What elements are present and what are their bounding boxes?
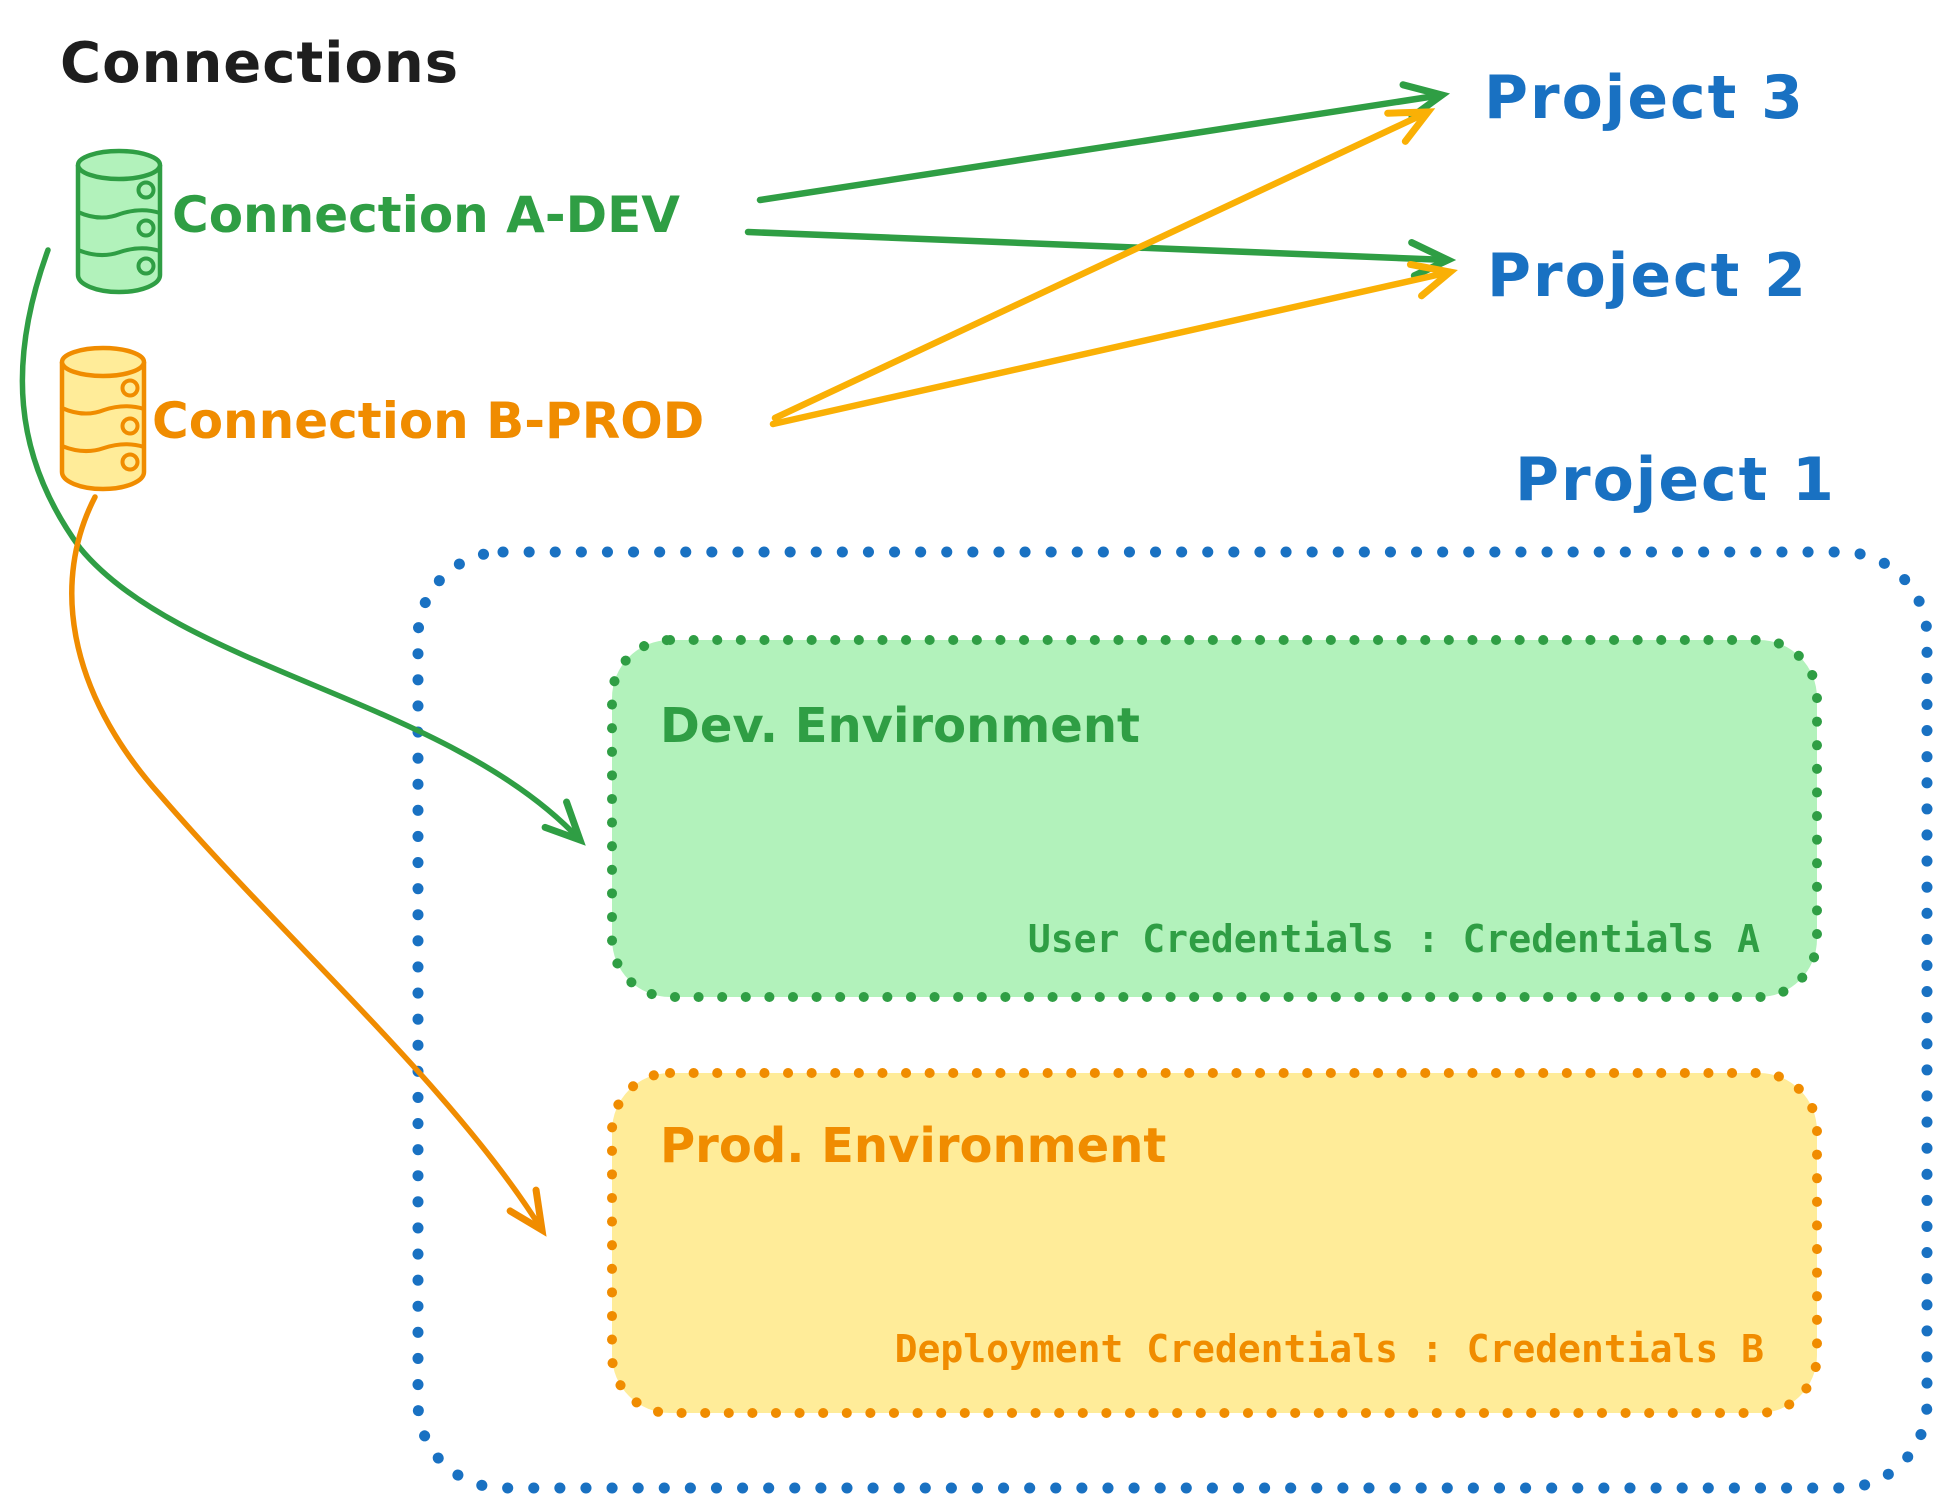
project-1-label: Project 1: [1515, 445, 1836, 515]
database-separator: [60, 442, 146, 453]
database-separator: [76, 246, 162, 257]
database-top: [75, 148, 163, 182]
dev-environment-credentials: User Credentials : Credentials A: [1028, 917, 1760, 961]
prod-environment-credentials: Deployment Credentials : Credentials B: [895, 1327, 1764, 1371]
arrow-b-prod-to-project-2: [769, 260, 1458, 428]
arrow-a-dev-to-project-2: [744, 228, 1457, 280]
arrow-a-dev-to-dev-environment: [19, 247, 586, 846]
database-icon-orange: [59, 345, 147, 492]
project-2-label: Project 2: [1487, 241, 1808, 311]
dev-environment-title: Dev. Environment: [660, 698, 1140, 754]
arrow-a-dev-to-project-3: [756, 81, 1451, 204]
project-3-label: Project 3: [1484, 63, 1805, 133]
database-dot: [120, 452, 140, 472]
connection-a-dev-node: Connection A-DEV: [75, 148, 680, 295]
project-1-container-border: [412, 546, 1933, 1494]
database-dot: [136, 180, 156, 200]
prod-environment-title: Prod. Environment: [660, 1118, 1166, 1174]
database-top: [59, 345, 147, 379]
database-separator: [76, 208, 162, 220]
prod-environment-border: [607, 1068, 1822, 1418]
diagram-title: Connections: [60, 31, 459, 96]
arrow-b-prod-to-project-3: [771, 108, 1436, 422]
project-1-container: [412, 546, 1933, 1494]
database-dot: [120, 378, 140, 398]
connection-a-dev-label: Connection A-DEV: [172, 186, 680, 244]
connection-b-prod-node: Connection B-PROD: [59, 345, 704, 492]
arrow-b-prod-to-prod-environment: [69, 494, 547, 1237]
database-dot: [136, 218, 156, 238]
connection-b-prod-label: Connection B-PROD: [152, 392, 704, 450]
database-dot: [120, 416, 140, 436]
database-dot: [136, 256, 156, 276]
database-separator: [60, 404, 146, 416]
prod-environment-box: Prod. Environment Deployment Credentials…: [607, 1068, 1822, 1418]
dev-environment-box: Dev. Environment User Credentials : Cred…: [607, 635, 1822, 1002]
dev-environment-border: [607, 635, 1822, 1002]
database-icon-green: [75, 148, 163, 295]
